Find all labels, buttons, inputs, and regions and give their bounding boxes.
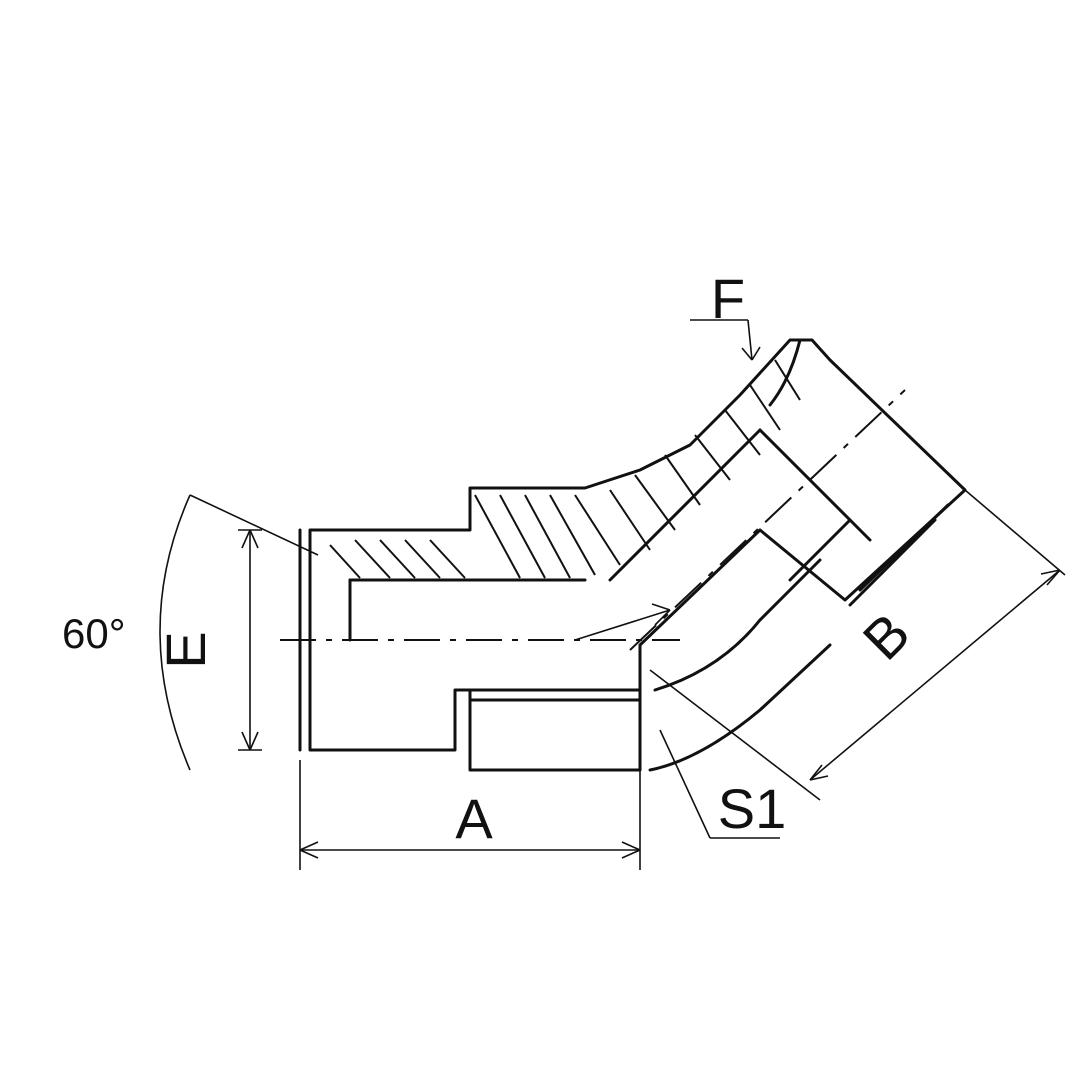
dimension-label-s1: S1 [718,777,787,840]
dimension-label-b: B [851,601,922,672]
dimensions [159,319,1066,870]
dimension-label-e: E [154,631,217,668]
center-lines [280,389,906,651]
angle-label: 60° [62,610,126,657]
dimension-label-a: A [455,787,493,850]
dimension-label-f: F [711,267,745,330]
fitting-outline [298,338,967,772]
thread-hatching [329,359,801,579]
